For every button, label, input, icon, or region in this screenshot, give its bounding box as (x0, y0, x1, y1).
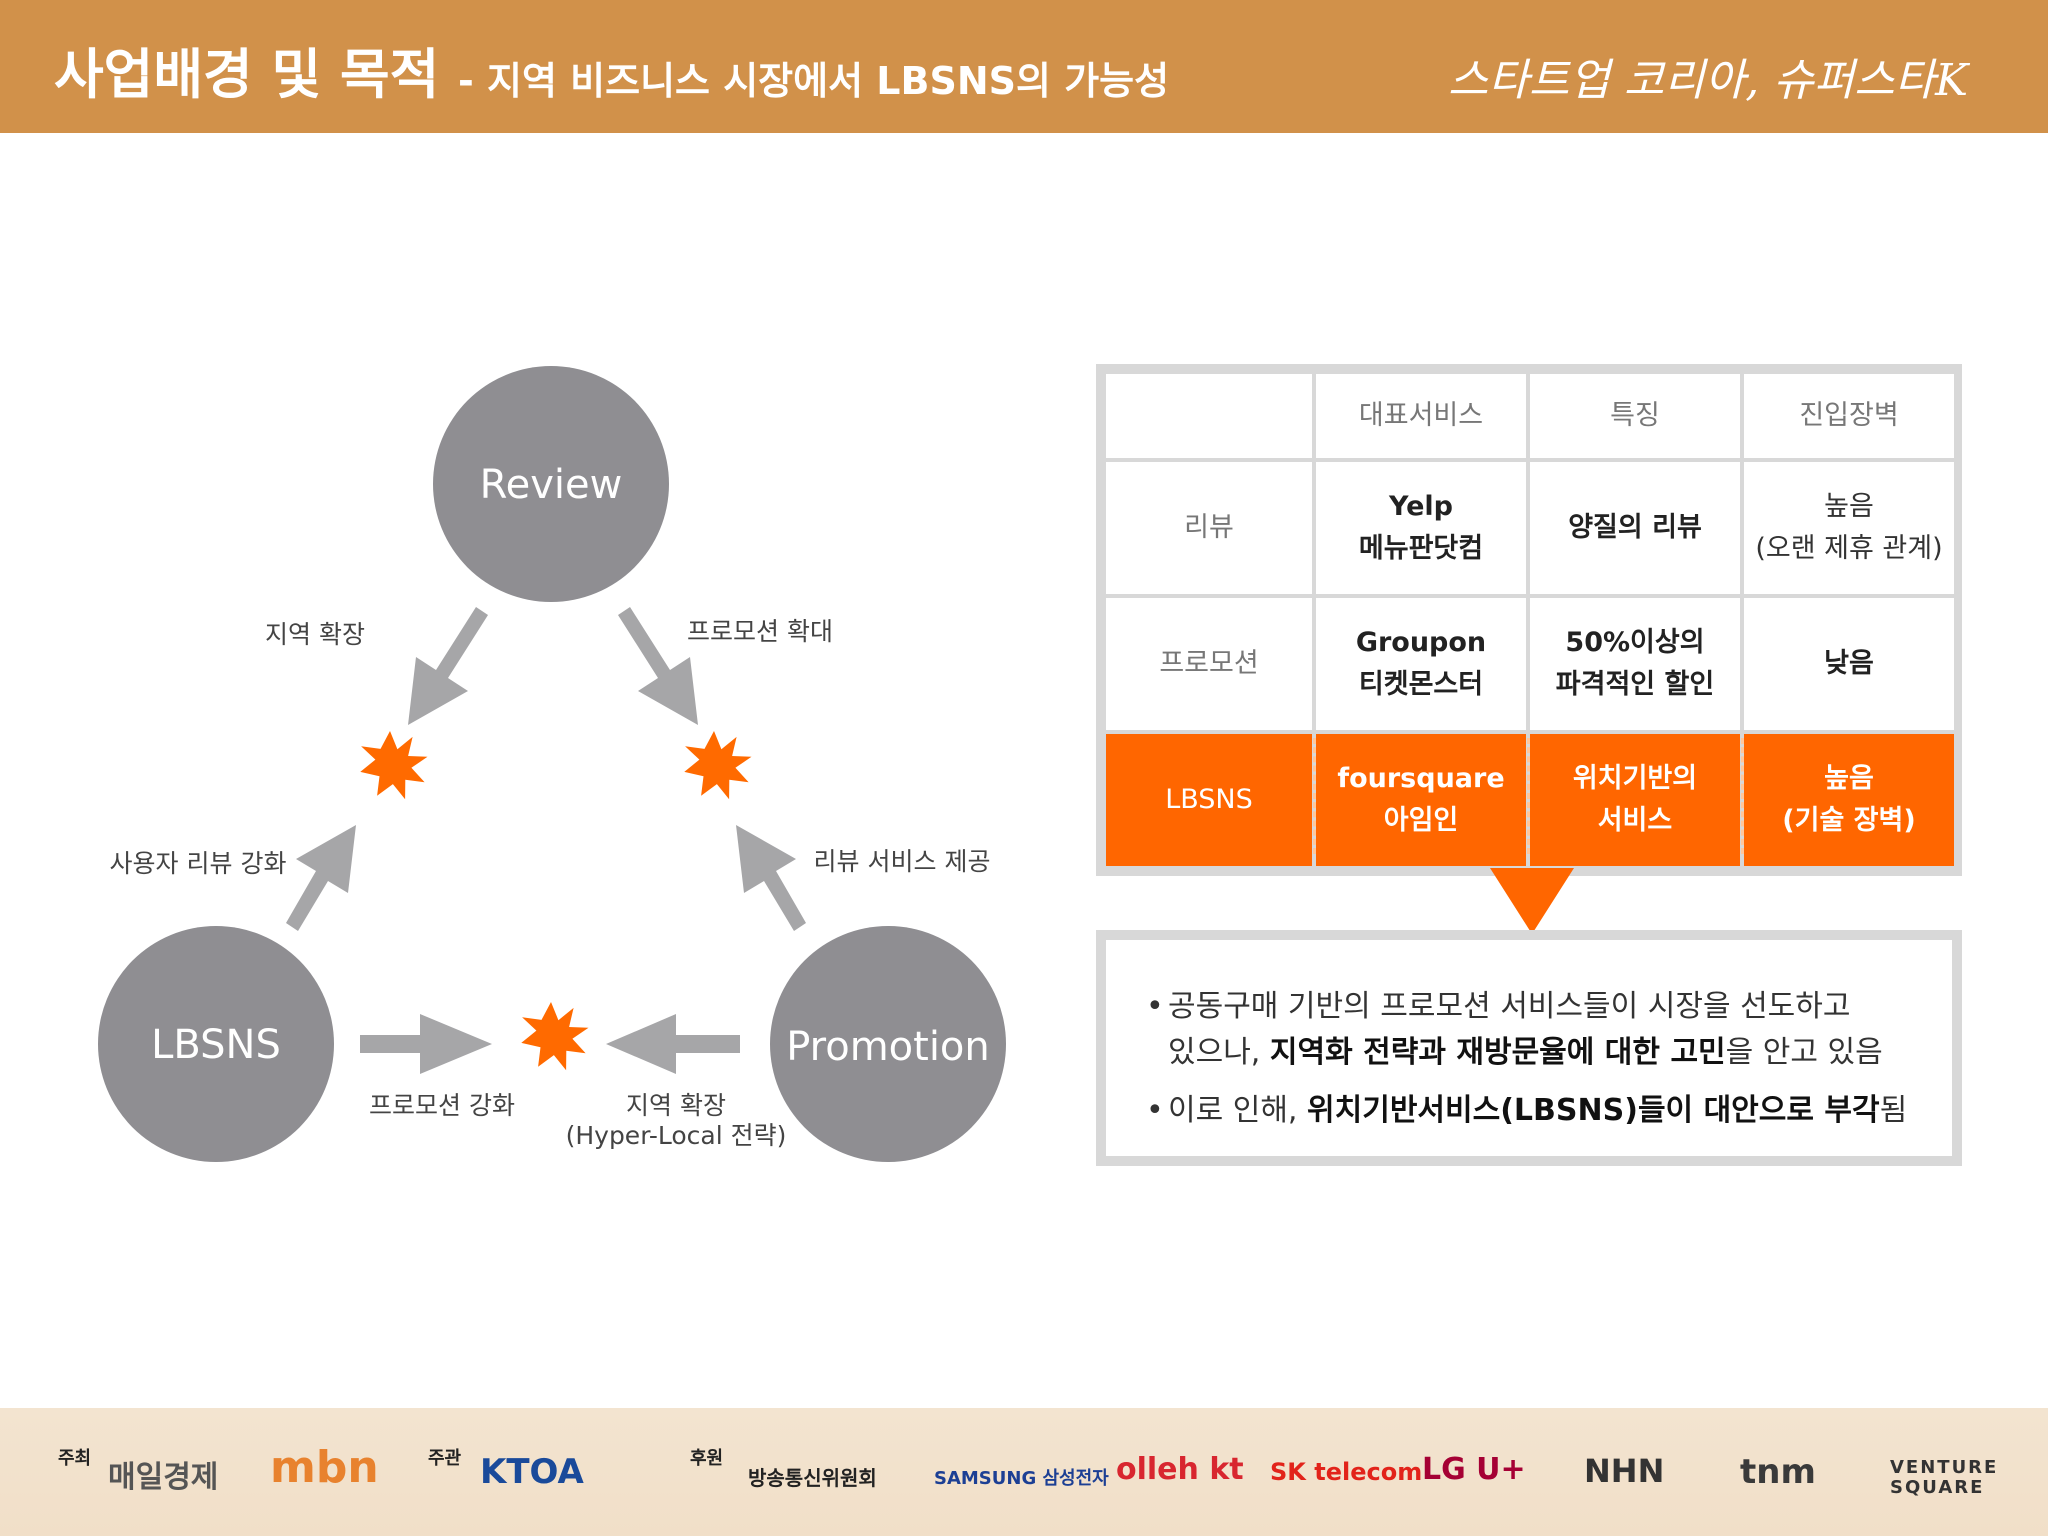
label-promo-strengthen: 프로모션 강화 (369, 1091, 515, 1120)
table-header-empty (1106, 374, 1312, 458)
summary-line-3: •이로 인해, 위치기반서비스(LBSNS)들이 대안으로 부각됨 (1146, 1093, 1908, 1128)
node-review: Review (480, 462, 623, 508)
table-cell: Groupon 티켓몬스터 (1316, 598, 1526, 730)
highlight-divider (1313, 738, 1316, 854)
relationship-diagram: Review LBSNS Promotion 지역 확장 프로모션 확대 사용자… (98, 366, 1006, 1162)
table-cell: 50%이상의 파격적인 할인 (1530, 598, 1740, 730)
header-bar: 사업배경 및 목적 - 지역 비즈니스 시장에서 LBSNS의 가능성 스타트업… (0, 0, 2048, 133)
logo-mbn: mbn (270, 1442, 379, 1493)
arrow-lbsns-to-bottom-burst (360, 1014, 492, 1074)
sponsor-label: 후원 (690, 1448, 724, 1469)
logo-maeil: 매일경제 (108, 1460, 219, 1495)
table-header-service: 대표서비스 (1316, 374, 1526, 458)
label-promo-expand: 프로모션 확대 (687, 617, 833, 646)
comparison-table: 대표서비스 특징 진입장벽 리뷰 Yelp 메뉴판닷컴 양질의 리뷰 높음 (오… (1106, 374, 1954, 866)
summary-box: •공동구매 기반의 프로모션 서비스들이 시장을 선도하고 있으나, 지역화 전… (1096, 930, 1962, 1166)
logo-nhn: NHN (1584, 1452, 1665, 1490)
logo-venture-square: VENTURE SQUARE (1890, 1457, 1999, 1498)
logo-lg-uplus: LG U+ (1422, 1452, 1526, 1487)
row-label-lbsns: LBSNS (1106, 734, 1312, 866)
logo-samsung: SAMSUNG 삼성전자 (934, 1468, 1109, 1489)
row-label-promotion: 프로모션 (1106, 598, 1312, 730)
label-user-review: 사용자 리뷰 강화 (110, 849, 287, 878)
arrow-promotion-to-right-burst (736, 825, 806, 931)
review-circle (433, 366, 669, 602)
host-label: 주최 (58, 1448, 92, 1469)
summary-line-1: •공동구매 기반의 프로모션 서비스들이 시장을 선도하고 (1146, 989, 1851, 1024)
sponsor-footer (0, 1408, 2048, 1536)
node-lbsns: LBSNS (151, 1022, 281, 1068)
arrow-review-to-left-burst (408, 607, 488, 725)
highlight-divider (1527, 738, 1530, 854)
lbsns-circle (98, 926, 334, 1162)
row-label-review: 리뷰 (1106, 462, 1312, 594)
summary-line-2: 있으나, 지역화 전략과 재방문율에 대한 고민을 안고 있음 (1168, 1035, 1883, 1070)
brand-slogan: 스타트업 코리아, 슈퍼스타K (1447, 55, 1968, 106)
organizer-label: 주관 (428, 1448, 462, 1469)
table-cell: Yelp 메뉴판닷컴 (1316, 462, 1526, 594)
arrow-review-to-right-burst (618, 607, 698, 725)
table-cell: 낮음 (1744, 598, 1954, 730)
arrow-lbsns-to-left-burst (286, 825, 356, 931)
burst-bottom-icon (521, 1002, 589, 1071)
table-header-barrier: 진입장벽 (1744, 374, 1954, 458)
table-cell-highlight: 위치기반의 서비스 (1530, 734, 1740, 866)
burst-right-icon (684, 731, 752, 800)
logo-olleh-kt: olleh kt (1116, 1452, 1244, 1487)
label-region-expand-bottom: 지역 확장 (626, 1091, 726, 1120)
page-subtitle: - 지역 비즈니스 시장에서 LBSNS의 가능성 (458, 59, 1170, 103)
label-hyper-local: (Hyper-Local 전략) (566, 1121, 787, 1150)
table-cell: 양질의 리뷰 (1530, 462, 1740, 594)
logo-sk-telecom: SK telecom (1270, 1458, 1423, 1486)
burst-left-icon (360, 731, 428, 800)
table-cell-highlight: foursquare 아임인 (1316, 734, 1526, 866)
highlight-divider (1741, 738, 1744, 854)
logo-ktoa: KTOA (480, 1452, 584, 1492)
logo-kcc: 방송통신위원회 (748, 1466, 877, 1490)
logo-tnm: tnm (1740, 1452, 1816, 1492)
table-cell: 높음 (오랜 제휴 관계) (1744, 462, 1954, 594)
page-title: 사업배경 및 목적 (54, 43, 440, 106)
table-header-feature: 특징 (1530, 374, 1740, 458)
label-review-service: 리뷰 서비스 제공 (814, 847, 991, 876)
promotion-circle (770, 926, 1006, 1162)
down-arrow-icon (1490, 868, 1574, 934)
table-cell-highlight: 높음 (기술 장벽) (1744, 734, 1954, 866)
label-region-expand-top: 지역 확장 (265, 620, 365, 649)
node-promotion: Promotion (786, 1024, 990, 1070)
arrow-promotion-to-bottom-burst (606, 1014, 740, 1074)
